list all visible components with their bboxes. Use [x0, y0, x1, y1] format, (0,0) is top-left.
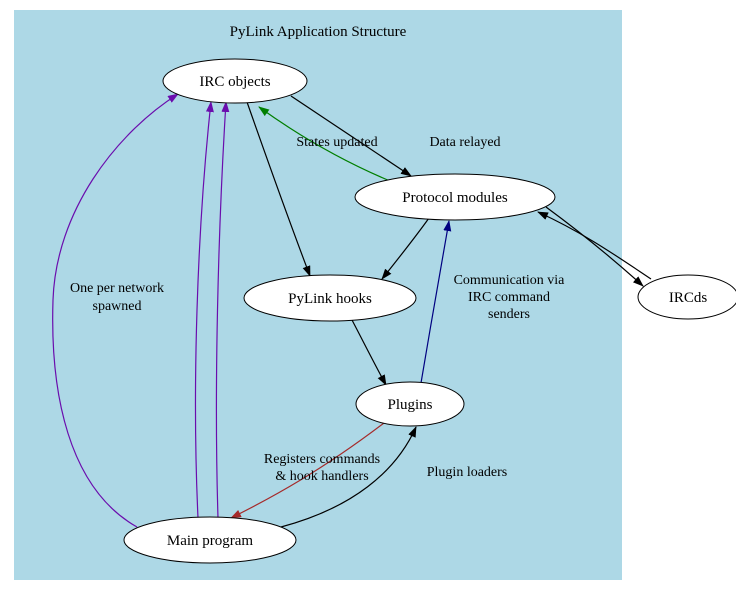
edges [52, 93, 652, 528]
edge-label-states-updated: States updated [296, 135, 377, 150]
edge-pylink-hooks-to-plugins [351, 319, 387, 386]
edge-plugins-to-protocol-modules [420, 220, 452, 384]
node-main-program: Main program [123, 516, 297, 564]
edge-labels: States updated Data relayed One per netw… [70, 135, 565, 484]
edge-protocol-modules-to-irc-objects [258, 106, 391, 182]
node-plugins: Plugins [355, 381, 465, 427]
edge-irc-objects-to-pylink-hooks [246, 101, 311, 277]
main-program-ellipse [123, 516, 297, 564]
diagram-title: PyLink Application Structure [230, 24, 407, 40]
edge-label-plugin-loaders: Plugin loaders [427, 465, 508, 480]
ircds-ellipse [637, 274, 736, 320]
pylink-hooks-label: PyLink hooks [288, 291, 372, 307]
protocol-modules-ellipse [354, 173, 556, 221]
node-pylink-hooks: PyLink hooks [243, 274, 417, 322]
edge-protocol-modules-to-pylink-hooks [381, 217, 430, 280]
edge-label-communication-line1: Communication via [454, 273, 566, 288]
edge-main-program-to-irc-objects-1 [52, 93, 179, 528]
irc-objects-ellipse [162, 58, 308, 104]
irc-objects-label: IRC objects [199, 74, 270, 90]
edge-label-communication-line2: IRC command [468, 290, 550, 305]
edge-main-program-to-irc-objects-3 [215, 101, 230, 519]
node-ircds: IRCds [637, 274, 736, 320]
edge-label-one-per-network-line2: spawned [93, 299, 142, 314]
plugins-ellipse [355, 381, 465, 427]
node-protocol-modules: Protocol modules [354, 173, 556, 221]
edge-irc-objects-to-protocol-modules [290, 95, 412, 177]
edge-ircds-to-protocol-modules [537, 211, 652, 280]
main-program-label: Main program [167, 533, 254, 549]
ircds-label: IRCds [669, 290, 708, 306]
plugins-label: Plugins [387, 397, 432, 413]
edge-label-communication-line3: senders [488, 307, 530, 322]
protocol-modules-label: Protocol modules [402, 190, 508, 206]
edge-label-registers-commands-line1: Registers commands [264, 452, 380, 467]
edge-main-program-to-plugins [280, 426, 417, 528]
edge-main-program-to-irc-objects-2 [194, 101, 214, 519]
edge-protocol-modules-to-ircds [545, 206, 644, 287]
edge-label-registers-commands-line2: & hook handlers [275, 469, 368, 484]
edge-label-data-relayed: Data relayed [429, 135, 500, 150]
edge-label-one-per-network-line1: One per network [70, 281, 164, 296]
node-irc-objects: IRC objects [162, 58, 308, 104]
edge-plugins-to-main-program [230, 422, 385, 519]
pylink-hooks-ellipse [243, 274, 417, 322]
